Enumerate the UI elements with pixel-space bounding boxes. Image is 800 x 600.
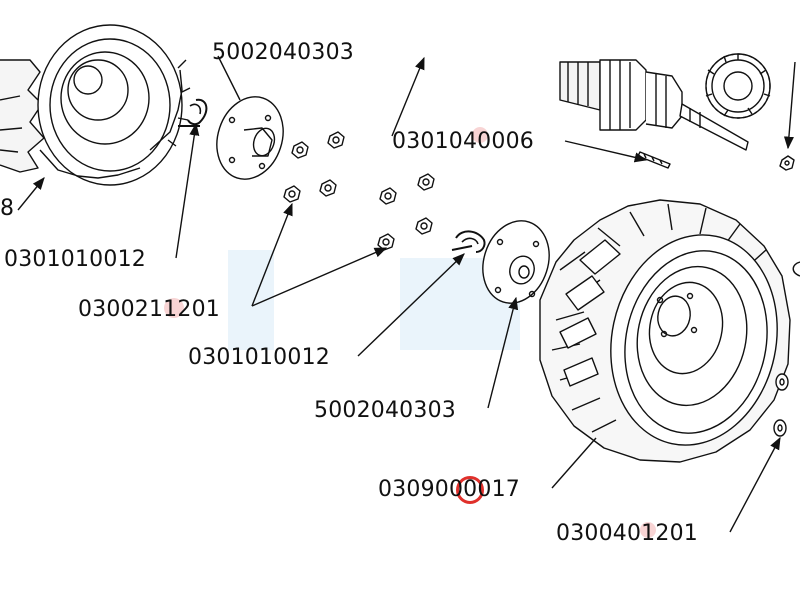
spring-clip-center — [451, 230, 486, 253]
part-label-left-cut: 8 — [0, 196, 15, 221]
part-label-nuts: 0300211201 — [78, 297, 220, 322]
flange-plate-center — [482, 220, 550, 304]
shaft-bolt — [637, 151, 671, 169]
leader-lines — [17, 55, 796, 533]
small-nut-right — [779, 155, 795, 171]
part-label-shaft-bolt: 0301040006 — [392, 129, 534, 154]
part-label-top-cut: 5002040303 — [212, 40, 354, 65]
cut-part-right-edge — [792, 261, 800, 277]
hex-nuts — [283, 131, 435, 251]
flange-plate-top — [216, 96, 284, 180]
part-label-flange: 5002040303 — [314, 398, 456, 423]
part-label-left-clip: 0301010012 — [4, 247, 146, 272]
right-wheel-illustration — [539, 199, 791, 463]
axle-shaft-assembly — [559, 59, 749, 151]
highlight-dot-nuts — [164, 298, 184, 318]
highlight-dot-washer — [640, 522, 656, 538]
sprocket — [705, 53, 771, 119]
left-wheel-illustration — [0, 24, 191, 186]
washers-right — [773, 373, 789, 437]
part-label-center-clip: 0301010012 — [188, 345, 330, 370]
highlight-ring-wheel — [456, 476, 484, 504]
highlight-dot-shaft-bolt — [472, 127, 488, 143]
part-label-washer: 0300401201 — [556, 521, 698, 546]
part-label-wheel: 0309000017 — [378, 477, 520, 502]
